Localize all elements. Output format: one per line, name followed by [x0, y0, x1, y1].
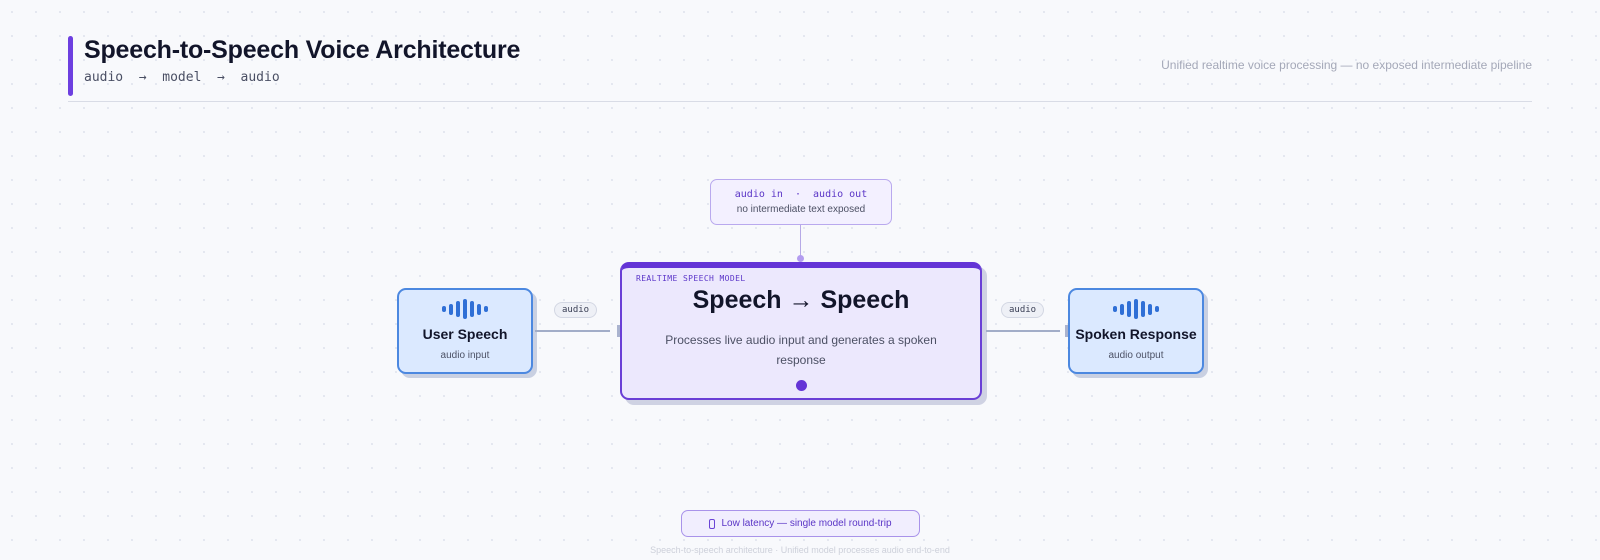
- flow-subtitle: audio → model → audio: [84, 70, 280, 85]
- phone-icon: [709, 518, 716, 529]
- input-edge-label: audio: [554, 302, 598, 318]
- user-speech-node: User Speech audio input: [397, 288, 533, 374]
- callout-connector: [800, 225, 801, 259]
- latency-badge: Low latency — single model round-trip: [681, 510, 920, 537]
- realtime-speech-model-node: REALTIME SPEECH MODEL Speech → Speech Pr…: [620, 262, 982, 400]
- latency-badge-text: Low latency — single model round-trip: [721, 518, 892, 529]
- page-header: Speech-to-Speech Voice Architecture audi…: [68, 36, 1532, 102]
- spoken-response-title: Spoken Response: [1075, 326, 1197, 342]
- output-port: [1065, 325, 1068, 337]
- output-connector: [986, 330, 1060, 332]
- input-connector: [535, 330, 610, 332]
- page-title: Speech-to-Speech Voice Architecture: [84, 36, 521, 64]
- waveform-icon: [1070, 299, 1202, 319]
- user-speech-title: User Speech: [422, 326, 508, 342]
- header-tagline: Unified realtime voice processing — no e…: [1161, 58, 1532, 72]
- output-edge-label: audio: [1001, 302, 1045, 318]
- model-description: Processes live audio input and generates…: [665, 333, 937, 367]
- io-callout: audio in · audio out no intermediate tex…: [710, 179, 892, 225]
- model-kicker: REALTIME SPEECH MODEL: [636, 274, 746, 283]
- model-title: Speech → Speech: [692, 286, 910, 314]
- footer-caption: Speech-to-speech architecture · Unified …: [650, 545, 950, 555]
- waveform-icon: [399, 299, 531, 319]
- spoken-response-subtitle: audio output: [1108, 350, 1164, 361]
- callout-io-text: audio in · audio out: [734, 189, 868, 200]
- callout-anchor-dot: [797, 255, 804, 262]
- user-speech-subtitle: audio input: [440, 350, 490, 361]
- title-accent-bar: [68, 36, 73, 96]
- input-port: [617, 325, 620, 337]
- model-status-dot: [796, 380, 807, 391]
- spoken-response-node: Spoken Response audio output: [1068, 288, 1204, 374]
- callout-note: no intermediate text exposed: [736, 204, 866, 215]
